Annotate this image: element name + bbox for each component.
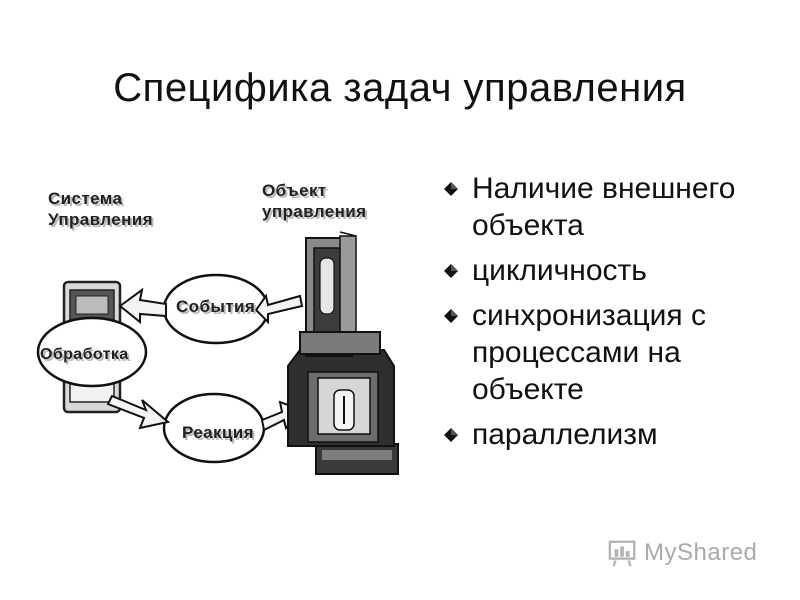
events-label: События	[176, 297, 256, 316]
object-label: Объект управления	[262, 180, 366, 222]
list-item: Наличие внешнего объекта	[440, 170, 790, 244]
list-item: синхронизация с процессами на объекте	[440, 297, 790, 408]
processing-ellipse	[36, 316, 148, 388]
object-label-line2: управления	[262, 202, 367, 221]
bullet-text: синхронизация с процессами на объекте	[472, 299, 706, 406]
processing-label: Обработка	[40, 346, 129, 363]
diamond-bullet-icon	[444, 182, 458, 196]
machine-icon	[287, 235, 399, 475]
list-item: цикличность	[440, 252, 790, 289]
arrow-events-to-system	[118, 287, 167, 325]
bullet-list: Наличие внешнего объекта цикличность син…	[440, 170, 790, 461]
list-item: параллелизм	[440, 416, 790, 453]
arrow-object-to-events	[254, 293, 304, 325]
watermark: MyShared	[608, 536, 768, 572]
diamond-bullet-icon	[444, 428, 458, 442]
page-title: Специфика задач управления	[113, 66, 687, 110]
control-system-label-line1: Система	[48, 189, 123, 208]
myshared-logo-icon	[608, 540, 636, 567]
object-label-line1: Объект	[262, 181, 327, 200]
control-system-label-line2: Управления	[48, 210, 153, 229]
bullet-text: цикличность	[472, 254, 647, 287]
arrow-system-to-reaction	[106, 394, 171, 430]
diamond-bullet-icon	[444, 264, 458, 278]
bullet-text: Наличие внешнего объекта	[472, 172, 736, 242]
bullet-text: параллелизм	[472, 418, 658, 451]
control-system-label: Система Управления	[48, 188, 153, 230]
reaction-label: Реакция	[182, 423, 254, 442]
watermark-text: MyShared	[644, 539, 758, 566]
diamond-bullet-icon	[444, 309, 458, 323]
